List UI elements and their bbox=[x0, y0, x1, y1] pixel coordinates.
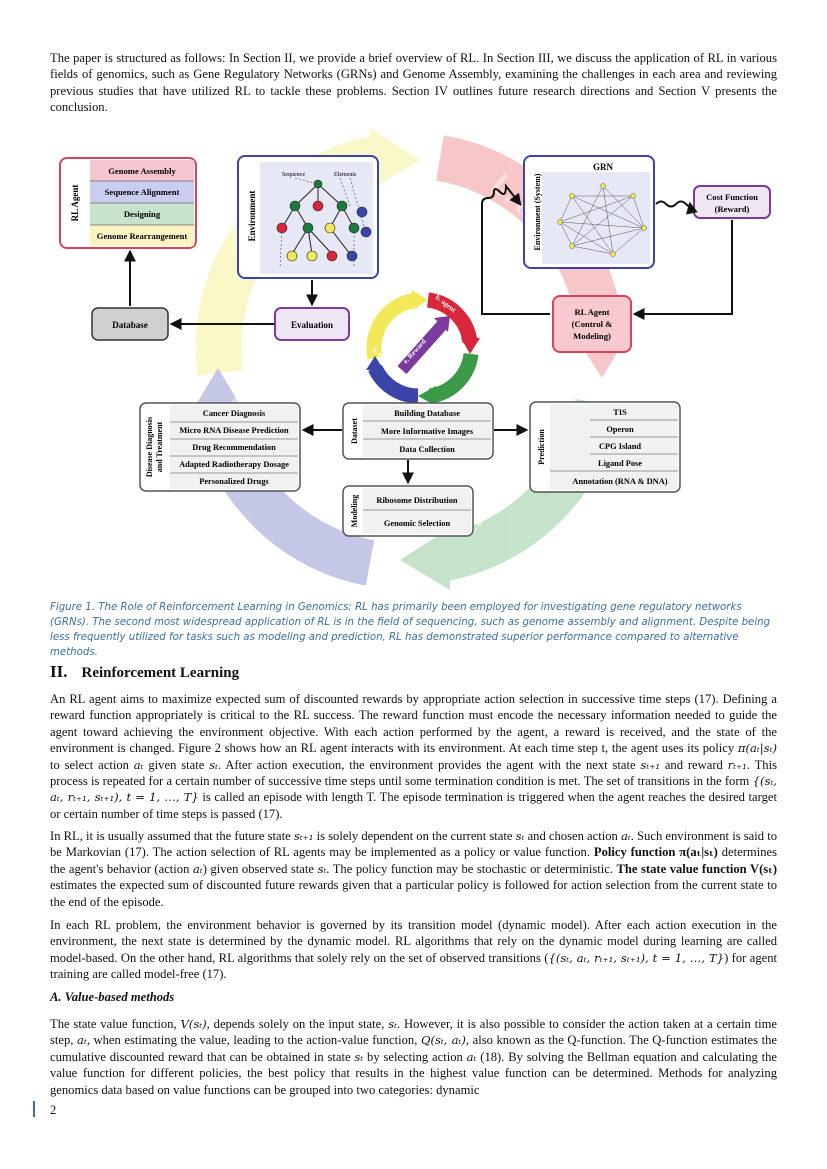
legend-elements: Elements bbox=[334, 172, 357, 178]
dataset-side-label: Dataset bbox=[350, 418, 359, 444]
paragraph-3: In each RL problem, the environment beha… bbox=[50, 918, 778, 982]
section-title: Reinforcement Learning bbox=[81, 665, 240, 681]
disease-item-2: Micro RNA Disease Prediction bbox=[179, 426, 289, 435]
rl-agent-control-line-2: (Control & bbox=[572, 319, 613, 329]
dataset-box: Dataset Building Database More Informati… bbox=[342, 402, 494, 460]
disease-side-label-2: and Treatment bbox=[155, 421, 164, 472]
disease-item-1: Cancer Diagnosis bbox=[203, 409, 266, 418]
top-left-arrows bbox=[124, 249, 318, 330]
bottom-arrows bbox=[301, 424, 529, 485]
center-arc-blue bbox=[368, 364, 419, 404]
section-number: II. bbox=[50, 662, 68, 681]
intro-paragraph: The paper is structured as follows: In S… bbox=[50, 51, 777, 115]
environment-side-label: Environment bbox=[247, 191, 257, 242]
grn-nodes bbox=[557, 183, 647, 257]
prediction-item-4: Ligand Pose bbox=[598, 459, 642, 468]
modeling-box: Modeling Ribosome Distribution Genomic S… bbox=[342, 485, 474, 537]
database-label: Database bbox=[112, 320, 148, 330]
top-right-arrows bbox=[481, 183, 733, 320]
environment-box: Environment Sequence Elements bbox=[237, 155, 379, 279]
tree-edges bbox=[281, 183, 355, 255]
center-reward-arrow bbox=[397, 320, 448, 374]
prediction-box: Prediction TIS Operon CPG Island Ligand … bbox=[529, 401, 681, 493]
rl-agent-item-1: Genome Assembly bbox=[108, 166, 176, 176]
center-cycle bbox=[366, 290, 480, 406]
dataset-item-1: Building Database bbox=[394, 409, 460, 418]
bg-arrowhead-green bbox=[400, 528, 450, 590]
bg-arrowhead-yellow bbox=[370, 128, 420, 190]
rl-agent-control-line-3: Modeling) bbox=[573, 331, 611, 341]
rl-agent-item-4: Genome Rearrangement bbox=[97, 231, 188, 241]
subsection-heading: A. Value-based methods bbox=[50, 990, 175, 1004]
figure-caption: Figure 1. The Role of Reinforcement Lear… bbox=[50, 602, 771, 658]
dataset-item-2: More Informative Images bbox=[381, 427, 474, 436]
modeling-item-2: Genomic Selection bbox=[384, 519, 451, 528]
center-arc-green bbox=[428, 352, 479, 404]
disease-box: Disease Diagnosis and Treatment Cancer D… bbox=[139, 402, 301, 492]
dataset-item-3: Data Collection bbox=[399, 445, 455, 454]
modeling-item-1: Ribosome Distribution bbox=[376, 496, 458, 505]
grn-side-label: Environment (System) bbox=[533, 173, 542, 250]
evaluation-box: Evaluation bbox=[274, 307, 350, 341]
rl-agent-side-label: RL Agent bbox=[70, 185, 80, 222]
paragraph-2: In RL, it is usually assumed that the fu… bbox=[50, 829, 778, 909]
center-arc-yellow bbox=[366, 292, 419, 360]
grn-title: GRN bbox=[593, 162, 614, 172]
cost-function-line-1: Cost Function bbox=[706, 192, 758, 202]
rl-agent-item-3: Designing bbox=[124, 209, 161, 219]
disease-item-4: Adapted Radiotherapy Dosage bbox=[179, 460, 289, 469]
section-heading: II. Reinforcement Learning bbox=[50, 662, 239, 682]
prediction-item-2: Operon bbox=[606, 425, 634, 434]
prediction-item-1: TIS bbox=[613, 408, 627, 417]
grn-box: Environment (System) GRN bbox=[523, 155, 655, 269]
prediction-item-5: Annotation (RNA & DNA) bbox=[572, 477, 667, 486]
disease-side-label-1: Disease Diagnosis bbox=[145, 417, 154, 477]
paragraph-4: The state value function, V(sₜ), depends… bbox=[50, 1017, 777, 1097]
disease-item-5: Personalized Drugs bbox=[199, 477, 269, 486]
center-arc-red bbox=[426, 292, 478, 344]
prediction-item-3: CPG Island bbox=[599, 442, 641, 451]
modeling-side-label: Modeling bbox=[350, 495, 359, 527]
prediction-side-label: Prediction bbox=[537, 429, 546, 465]
evaluation-label: Evaluation bbox=[291, 320, 333, 330]
page-number-bar bbox=[33, 1101, 35, 1117]
cost-function-line-2: (Reward) bbox=[715, 204, 750, 214]
page-number: 2 bbox=[50, 1103, 57, 1117]
paragraph-1: An RL agent aims to maximize expected su… bbox=[50, 692, 777, 821]
rl-agent-item-2: Sequence Alignment bbox=[105, 187, 180, 197]
legend-sequence: Sequence bbox=[282, 172, 305, 178]
rl-agent-control-box: RL Agent (Control & Modeling) bbox=[552, 295, 632, 353]
cost-function-box: Cost Function (Reward) bbox=[693, 185, 771, 219]
rl-agent-control-line-1: RL Agent bbox=[574, 307, 609, 317]
database-box: Database bbox=[91, 307, 169, 341]
rl-agent-box: RL Agent Genome Assembly Sequence Alignm… bbox=[59, 157, 197, 249]
disease-item-3: Drug Recommendation bbox=[192, 443, 276, 452]
rl-genomics-figure: b. agent c. actions d. environment e. Re… bbox=[59, 128, 771, 590]
tree-nodes bbox=[276, 179, 372, 262]
